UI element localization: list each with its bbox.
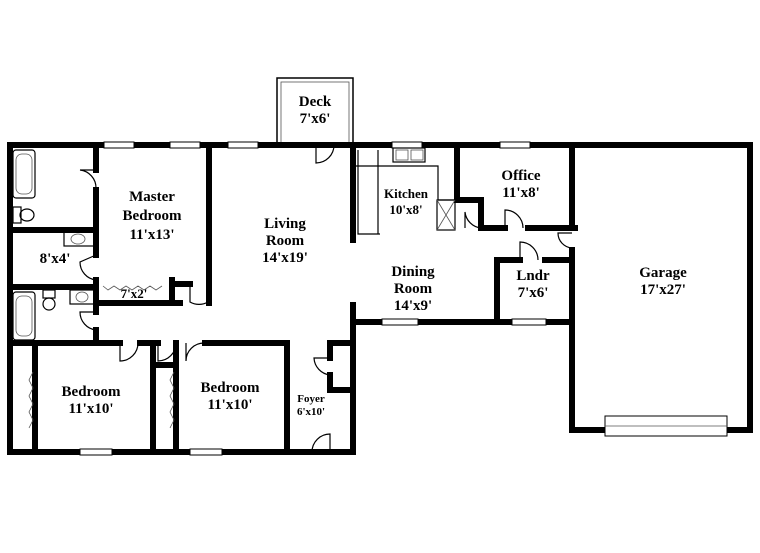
bedroom2-name: Bedroom bbox=[201, 380, 260, 396]
foyer-size: 6'x10' bbox=[297, 406, 325, 418]
room-labels: Deck 7'x6' Master Bedroom 11'x13' Living… bbox=[40, 94, 688, 418]
fixtures bbox=[12, 147, 456, 341]
deck-name: Deck bbox=[299, 94, 332, 110]
master-name-line1: Master bbox=[129, 189, 175, 205]
interior-walls bbox=[7, 142, 578, 455]
living-name-line2: Room bbox=[266, 233, 305, 249]
office-name: Office bbox=[501, 168, 540, 184]
deck-structure bbox=[276, 77, 354, 145]
windows bbox=[79, 141, 728, 456]
closet-small-size: 8'x4' bbox=[40, 251, 71, 267]
bedroom2-size: 11'x10' bbox=[207, 397, 252, 413]
kitchen-name: Kitchen bbox=[384, 186, 429, 201]
closet-doors bbox=[28, 285, 175, 429]
kitchen-size: 10'x8' bbox=[389, 202, 422, 217]
garage-size: 17'x27' bbox=[640, 282, 686, 298]
living-name-line1: Living bbox=[264, 216, 306, 232]
doors bbox=[79, 144, 573, 453]
master-size: 11'x13' bbox=[129, 227, 174, 243]
deck-size: 7'x6' bbox=[300, 111, 331, 127]
dining-size: 14'x9' bbox=[394, 298, 432, 314]
garage-name: Garage bbox=[639, 265, 687, 281]
laundry-size: 7'x6' bbox=[518, 285, 549, 301]
bedroom1-size: 11'x10' bbox=[68, 401, 113, 417]
living-size: 14'x19' bbox=[262, 250, 308, 266]
bedroom1-name: Bedroom bbox=[62, 384, 121, 400]
closet-master-size: 7'x2' bbox=[121, 286, 148, 301]
master-name-line2: Bedroom bbox=[123, 208, 182, 224]
dining-name-line2: Room bbox=[394, 281, 433, 297]
laundry-name: Lndr bbox=[516, 268, 550, 284]
office-size: 11'x8' bbox=[502, 185, 540, 201]
dining-name-line1: Dining bbox=[391, 264, 435, 280]
foyer-name: Foyer bbox=[297, 393, 325, 405]
